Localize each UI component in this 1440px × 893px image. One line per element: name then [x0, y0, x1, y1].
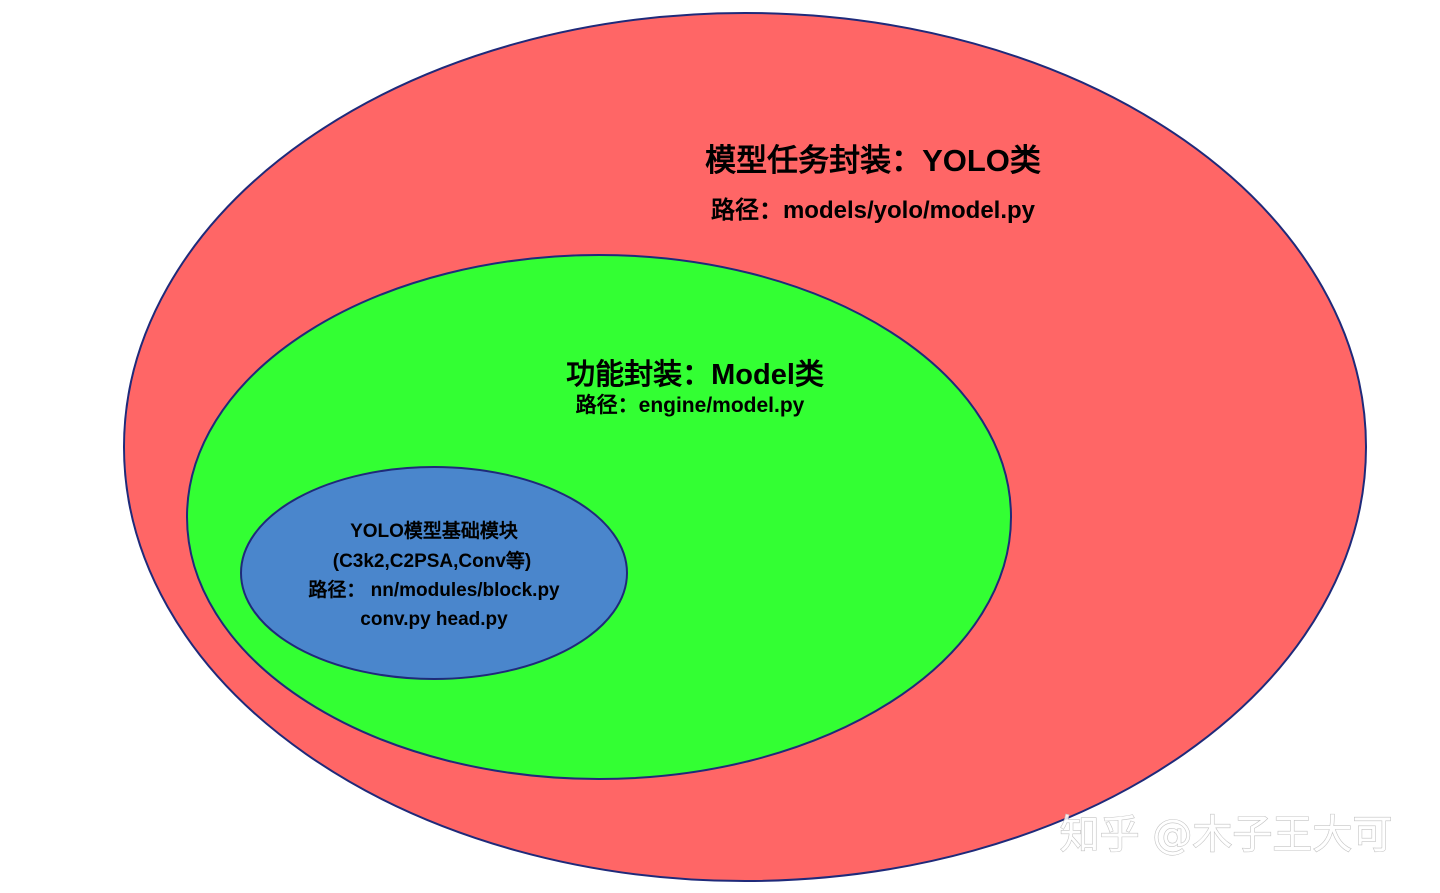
inner-line-1: YOLO模型基础模块 — [350, 519, 519, 542]
inner-ellipse-modules — [240, 466, 628, 680]
middle-path: 路径：engine/model.py — [576, 393, 805, 417]
outer-path: 路径：models/yolo/model.py — [711, 196, 1036, 224]
inner-line-3: 路径： nn/modules/block.py — [308, 578, 560, 601]
watermark: 知乎 @木子王大可 — [1060, 812, 1393, 858]
inner-line-4: conv.py head.py — [360, 609, 508, 630]
inner-line-2: (C3k2,C2PSA,Conv等) — [333, 549, 532, 572]
outer-title: 模型任务封装：YOLO类 — [705, 143, 1041, 178]
middle-title: 功能封装：Model类 — [566, 358, 824, 391]
